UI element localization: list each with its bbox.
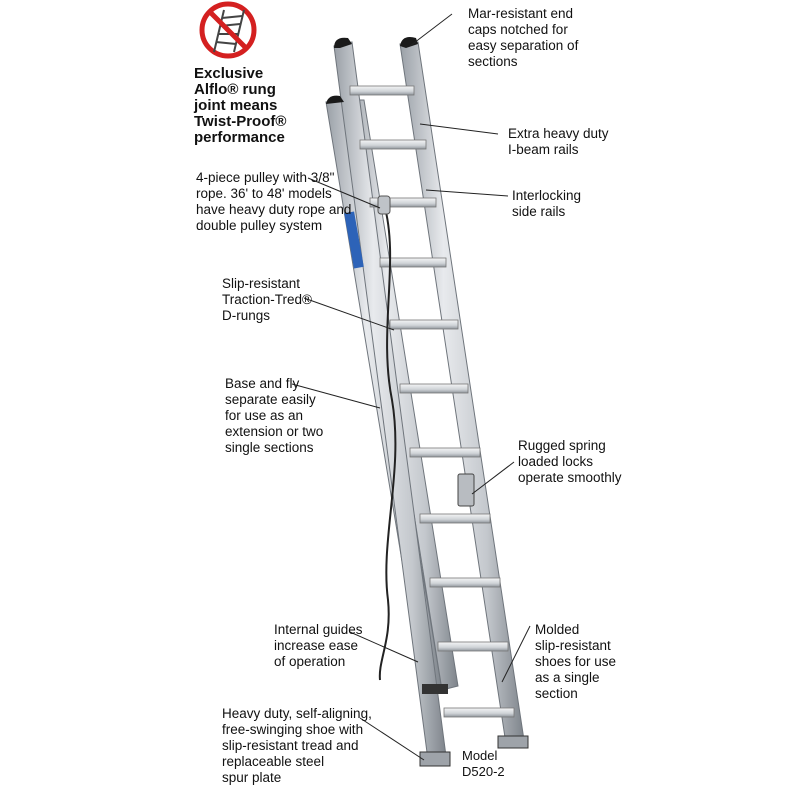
leader-end-caps (409, 13, 453, 47)
callout-heavy-shoe: Heavy duty, self-aligning, free-swinging… (222, 706, 372, 785)
base-shoe (422, 684, 448, 694)
fly-shoe-right (497, 735, 529, 749)
twist-proof-badge-text: Exclusive Alflo® rung joint means Twist-… (194, 65, 287, 146)
callout-interlocking: Interlocking side rails (512, 188, 582, 219)
end-cap-left (334, 37, 352, 48)
end-cap-right (400, 37, 418, 48)
leader-pulley (307, 177, 381, 209)
callout-d-rungs: Slip-resistant Traction-Tred® D-rungs (222, 276, 312, 323)
callout-pulley: 4-piece pulley with 3/8" rope. 36' to 48… (196, 170, 352, 233)
callout-separate: Base and fly separate easily for use as … (225, 376, 324, 455)
model-number: Model D520-2 (462, 748, 505, 779)
leader-heavy-shoe (359, 717, 425, 761)
leader-d-rungs (303, 297, 395, 331)
pulley (377, 195, 391, 215)
no-twist-icon (199, 1, 257, 59)
base-cap (326, 95, 344, 104)
pulley-rope (378, 203, 397, 681)
leader-i-beam (419, 123, 499, 135)
callout-guides: Internal guides increase ease of operati… (274, 622, 363, 669)
leader-separate (291, 383, 381, 409)
rungs (349, 85, 515, 718)
callout-molded-shoes: Molded slip-resistant shoes for use as a… (535, 622, 617, 701)
leader-interlocking (425, 189, 509, 197)
leader-lines (291, 13, 531, 761)
leader-molded-shoes (501, 625, 531, 683)
leader-guides (349, 631, 419, 663)
rung-lock (457, 473, 475, 507)
callout-end-caps: Mar-resistant end caps notched for easy … (468, 6, 579, 69)
leader-locks (471, 461, 515, 495)
brand-sticker (344, 211, 364, 269)
callout-locks: Rugged spring loaded locks operate smoot… (518, 438, 622, 485)
fly-shoe-left (419, 751, 451, 767)
callout-i-beam: Extra heavy duty I-beam rails (508, 126, 609, 157)
